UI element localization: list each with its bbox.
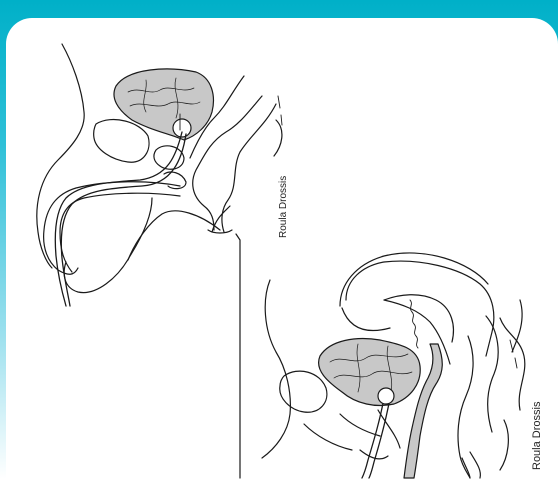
female-pelvis-figure — [262, 253, 525, 478]
uterus — [384, 295, 453, 342]
male-catheter — [55, 132, 182, 306]
pubic-bone — [94, 120, 149, 163]
male-pelvis-figure — [37, 44, 282, 478]
female-bladder — [319, 339, 421, 406]
artist-credit-lower: Roula Drossis — [531, 402, 543, 470]
penis-shaft — [44, 182, 180, 275]
rectum — [458, 336, 473, 478]
scrotum — [64, 198, 152, 293]
artist-credit-upper: Roula Drossis — [278, 176, 289, 238]
male-bladder — [114, 69, 213, 140]
